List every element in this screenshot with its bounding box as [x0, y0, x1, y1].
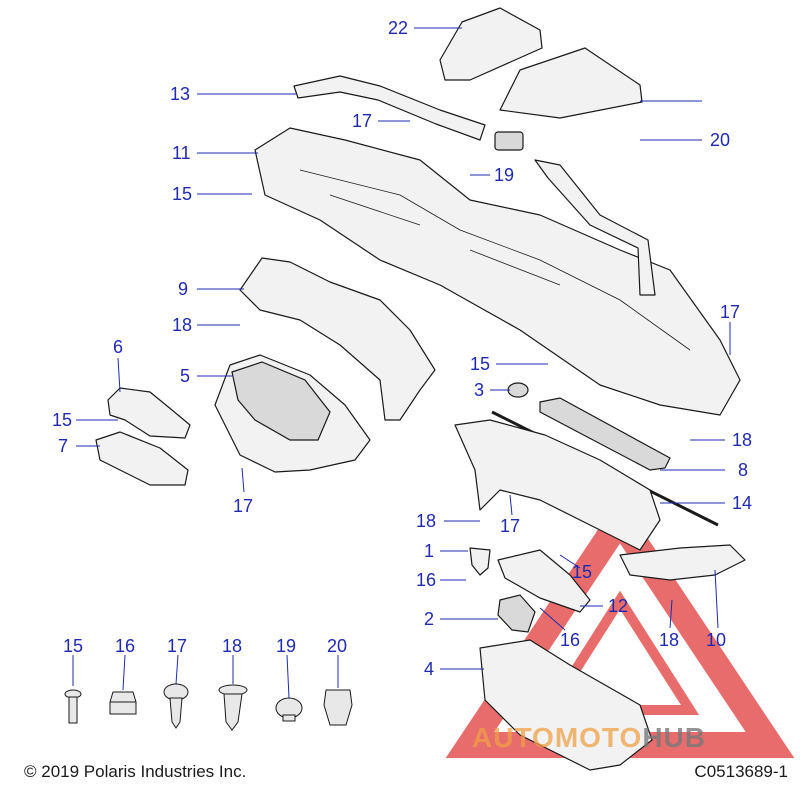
callout-18: 18 [172, 315, 192, 335]
watermark-part-a: AUTOMOTO [472, 722, 643, 753]
callout-7: 7 [58, 436, 68, 456]
callout-17-gauge: 17 [233, 496, 253, 516]
legend-19: 19 [276, 636, 296, 656]
fastener-15-screw [64, 689, 82, 724]
callout-18-lower: 18 [416, 511, 436, 531]
part-4-tray [479, 639, 653, 771]
fastener-17-screw [163, 683, 189, 729]
callout-18-bottom: 18 [659, 630, 679, 650]
callout-16: 16 [416, 570, 436, 590]
leader-lines [72, 27, 731, 699]
legend-15: 15 [63, 636, 83, 656]
callout-9: 9 [178, 279, 188, 299]
callout-17: 17 [352, 111, 372, 131]
part-22-bezel [499, 47, 643, 119]
part-8-grille [539, 397, 671, 471]
part-11-detail [299, 169, 691, 351]
copyright-text: © 2019 Polaris Industries Inc. [24, 762, 247, 781]
legend-20: 20 [327, 636, 347, 656]
part-5-display-ring [231, 361, 331, 441]
callout-8: 8 [738, 460, 748, 480]
callout-5: 5 [180, 366, 190, 386]
fastener-20-clip [323, 689, 353, 726]
callout-15-left: 15 [52, 410, 72, 430]
callout-14: 14 [732, 493, 752, 513]
callout-19: 19 [494, 165, 514, 185]
callout-11: 11 [172, 143, 191, 163]
fastener-19-plug [275, 697, 303, 722]
part-13-rail [293, 75, 486, 141]
part-rail-right [534, 159, 656, 296]
callout-1: 1 [424, 541, 434, 561]
fastener-18-rivet [218, 684, 248, 731]
callout-2: 2 [424, 609, 434, 629]
callout-6: 6 [113, 337, 123, 357]
callout-13: 13 [170, 84, 190, 104]
callout-15-lower: 15 [572, 562, 592, 582]
callout-numbers: 22 13 17 11 15 20 19 9 18 17 15 3 5 6 15… [52, 18, 752, 679]
part-21-bezel [439, 7, 543, 81]
callout-10: 10 [706, 630, 726, 650]
part-11-dash-panel [254, 127, 741, 416]
part-6-cover [107, 387, 191, 439]
callout-17-right: 17 [720, 302, 740, 322]
part-7-cover [95, 431, 189, 486]
callout-12: 12 [608, 596, 628, 616]
callout-21: 22 [388, 18, 408, 38]
callout-15: 15 [172, 184, 192, 204]
callout-20: 20 [710, 130, 730, 150]
part-2-switch [497, 594, 536, 633]
watermark-text: AUTOMOTOHUB [472, 722, 706, 754]
callout-16-lower: 16 [560, 630, 580, 650]
part-9-bracket [239, 257, 436, 421]
part-10-bracket [619, 544, 746, 581]
legend-16: 16 [115, 636, 135, 656]
drawing-id: C0513689-1 [694, 762, 788, 781]
part-lower-dash [454, 419, 661, 551]
callout-3: 3 [474, 380, 484, 400]
callout-17-lower: 17 [500, 516, 520, 536]
callout-18-right: 18 [732, 430, 752, 450]
callout-15-mid: 15 [470, 354, 490, 374]
fastener-legend [64, 683, 353, 731]
watermark-part-b: HUB [642, 722, 706, 753]
part-13-end-clip [494, 131, 524, 151]
legend-17: 17 [167, 636, 187, 656]
part-3-grommet [507, 382, 529, 398]
part-1-bracket [469, 547, 491, 576]
fastener-16-bolt [109, 691, 137, 715]
callout-4: 4 [424, 659, 434, 679]
legend-numbers: 15 16 17 18 19 20 [63, 636, 347, 656]
legend-18: 18 [222, 636, 242, 656]
